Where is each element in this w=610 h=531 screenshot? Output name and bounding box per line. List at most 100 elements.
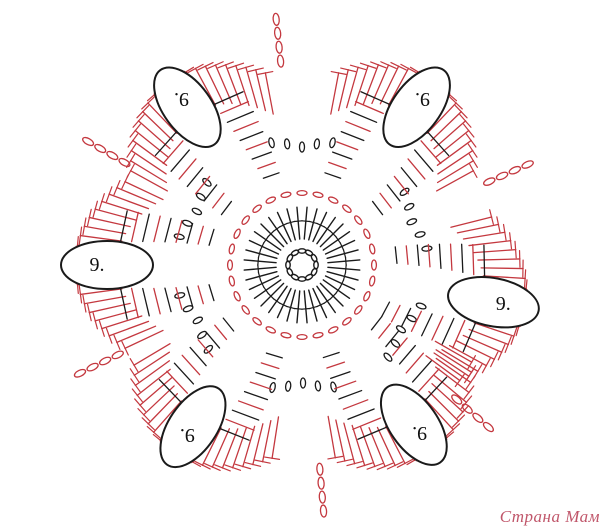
petal-side-stitch bbox=[251, 151, 272, 160]
petal-edge-stitch bbox=[359, 426, 376, 468]
petal-side-stitch bbox=[385, 330, 400, 348]
petal-edge-stitch bbox=[94, 208, 137, 221]
inner-spoke-stitch bbox=[268, 285, 288, 314]
petal-side-stitch bbox=[130, 287, 139, 319]
ring-chain-stitch bbox=[252, 317, 262, 326]
spoke-crossbar bbox=[335, 235, 341, 244]
outer-chain-stitch bbox=[521, 160, 534, 169]
outer-chain-stitch bbox=[461, 403, 473, 414]
petal-edge-stitch-top bbox=[396, 458, 414, 468]
petal-edge-stitch-top bbox=[390, 61, 407, 71]
petal-side-stitch bbox=[324, 172, 342, 179]
inner-spoke-stitch bbox=[319, 282, 344, 307]
petal-edge-stitch-top bbox=[465, 133, 477, 148]
petal-edge-stitch bbox=[456, 223, 500, 234]
outer-chain-stitch bbox=[316, 462, 324, 476]
petal-edge-stitch bbox=[343, 422, 356, 465]
spoke-crossbar bbox=[272, 226, 281, 232]
petal-edge-stitch bbox=[482, 275, 526, 280]
petal-side-stitch bbox=[398, 344, 416, 365]
petal-label: 9. bbox=[412, 422, 427, 444]
mid-chain-stitch bbox=[269, 381, 276, 394]
petal-edge-stitch bbox=[434, 340, 473, 363]
petal-side-stitch bbox=[405, 245, 409, 265]
petal-side-stitch bbox=[194, 175, 211, 195]
spoke-crossbar bbox=[339, 242, 345, 251]
petal-side-stitch bbox=[178, 158, 197, 180]
petal-edge-stitch bbox=[327, 415, 336, 459]
outer-chain-stitch bbox=[111, 350, 124, 360]
mid-chain-stitch bbox=[329, 137, 336, 149]
inner-spoke-stitch bbox=[243, 266, 277, 271]
petal-edge-stitch-top bbox=[497, 343, 506, 361]
petal-edge-stitch bbox=[130, 149, 167, 175]
petal-side-stitch bbox=[342, 399, 369, 410]
petal-side-stitch bbox=[186, 222, 194, 244]
ring-chain-stitch bbox=[368, 275, 376, 287]
petal-edge-stitch-top bbox=[400, 63, 417, 74]
outer-chain-stitch bbox=[82, 136, 95, 147]
petal-edge-stitch-top bbox=[204, 462, 221, 472]
petal-edge-stitch-top bbox=[127, 133, 139, 148]
petal-edge-stitch bbox=[425, 355, 461, 382]
petal: 9. bbox=[153, 66, 222, 149]
petal-edge-stitch bbox=[462, 231, 506, 240]
inner-spoke-stitch bbox=[253, 279, 282, 299]
petal-edge-stitch bbox=[83, 225, 127, 235]
petal-side-stitch bbox=[483, 244, 486, 278]
petal-side-stitch bbox=[154, 130, 178, 157]
petal-side-stitch bbox=[220, 200, 233, 216]
petal-edge-stitch-top bbox=[237, 64, 255, 71]
petal-edge-stitch bbox=[462, 334, 503, 353]
spoke-crossbar bbox=[267, 230, 275, 238]
petal-edge-stitch-top bbox=[340, 67, 357, 73]
ring-chain-stitch bbox=[241, 215, 250, 225]
petal-edge-stitch-top bbox=[121, 340, 129, 356]
petal-side-stitch bbox=[418, 368, 440, 392]
inner-spoke-stitch bbox=[276, 211, 292, 243]
spoke-crossbar bbox=[279, 222, 288, 228]
petal-side-stitch bbox=[237, 400, 264, 411]
petal-side-stitch bbox=[371, 200, 384, 216]
petal-edge-stitch bbox=[362, 64, 380, 105]
inner-spoke-stitch bbox=[245, 271, 278, 281]
petal-edge-stitch-top bbox=[92, 312, 99, 330]
petal-edge-stitch-top bbox=[86, 303, 92, 322]
outer-chain-stitch bbox=[86, 362, 99, 372]
petal-side-stitch bbox=[255, 371, 276, 380]
inner-spoke-stitch bbox=[308, 208, 318, 241]
petal-edge-stitch bbox=[83, 295, 127, 305]
petal-side-stitch bbox=[424, 376, 448, 402]
petal-side-stitch bbox=[472, 243, 475, 276]
petal-edge-stitch-top bbox=[376, 462, 394, 471]
petal-edge-stitch-top bbox=[489, 209, 494, 225]
spoke-crossbar bbox=[279, 302, 288, 308]
center-chain-stitch bbox=[310, 253, 318, 263]
spoke-crossbar bbox=[316, 302, 325, 308]
mid-chain-stitch bbox=[406, 218, 418, 226]
petal-side-stitch bbox=[186, 286, 194, 308]
petal-edge-stitch-top bbox=[446, 423, 461, 437]
mid-chain-stitch bbox=[197, 330, 208, 340]
outer-chain-stitch bbox=[118, 157, 131, 168]
petal-edge-stitch bbox=[477, 258, 521, 261]
petal-side-stitch bbox=[226, 110, 254, 123]
mid-chain-stitch bbox=[415, 302, 427, 310]
petal-edge-stitch-top bbox=[254, 459, 271, 464]
mid-chain-stitch bbox=[314, 380, 322, 392]
petal-side-stitch bbox=[175, 287, 183, 310]
ring-chain-stitch bbox=[296, 333, 308, 341]
ring-chain-stitch bbox=[241, 305, 250, 315]
petal-edge-stitch-top bbox=[510, 327, 518, 345]
petal-side-stitch bbox=[173, 362, 195, 385]
mid-chain-stitch bbox=[330, 381, 337, 393]
ring-chain-stitch bbox=[233, 290, 241, 302]
petal-side-stitch bbox=[393, 175, 410, 195]
inner-spoke-stitch bbox=[308, 289, 318, 322]
inner-spoke-stitch bbox=[286, 208, 296, 241]
petal-side-stitch bbox=[166, 370, 189, 394]
petal-side-stitch bbox=[420, 140, 442, 165]
petal-side-stitch bbox=[142, 213, 150, 243]
petal-edge-stitch bbox=[101, 200, 143, 215]
center-chain-stitch bbox=[290, 273, 300, 281]
